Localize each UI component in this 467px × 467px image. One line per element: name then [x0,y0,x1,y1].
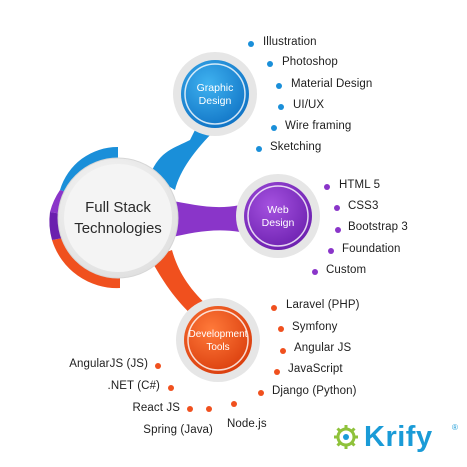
list-item: Sketching [270,141,322,153]
bullet-icon [267,61,273,67]
bullet-icon [256,146,262,152]
bullet-icon [271,125,277,131]
hub-web-line2: Design [261,217,295,229]
bullet-icon [168,385,174,391]
bullet-icon [328,248,334,254]
bullet-icon [271,305,277,311]
bullet-icon [278,104,284,110]
list-item: .NET (C#) [107,380,160,392]
connector-blue [150,120,215,190]
center-title-line2: Technologies [74,220,162,237]
hub-web-line1: Web [267,204,289,216]
list-item: CSS3 [348,200,379,212]
list-item: Wire framing [285,120,352,132]
list-item: Symfony [292,321,338,333]
bullet-icon [248,41,254,47]
hub-graphic-line2: Design [198,95,232,107]
connector-orange [150,250,210,318]
bullet-icon [312,269,318,275]
center-title: Full Stack Technologies [58,197,178,239]
bullet-icon [187,406,193,412]
list-item: Bootstrap 3 [348,221,408,233]
bullet-icon [335,227,341,233]
hub-web-label: Web Design [244,204,312,230]
list-item: HTML 5 [339,179,381,191]
list-item: Angular JS [294,342,352,354]
hub-graphic-design [181,60,249,128]
bullet-icon [334,205,340,211]
bullet-icon [231,401,237,407]
list-item: AngularJS (JS) [69,358,148,370]
list-item: Photoshop [282,56,338,68]
hub-dev-label: Development Tools [180,328,256,354]
hub-dev-line2: Tools [206,342,230,353]
hub-development-tools [184,306,252,374]
list-item: UI/UX [293,99,325,111]
list-item: Material Design [291,78,373,90]
bullet-icon [206,406,212,412]
center-title-line1: Full Stack [85,199,151,216]
list-item: JavaScript [288,363,343,375]
hub-dev-line1: Development [188,329,248,340]
bullet-icon [324,184,330,190]
bullet-icon [155,363,161,369]
bullet-icon [258,390,264,396]
list-item: Django (Python) [272,385,357,397]
list-item: Laravel (PHP) [286,299,360,311]
bullet-icon [276,83,282,89]
registered-mark: ® [452,423,458,432]
list-item: Node.js [227,418,267,430]
hub-graphic-label: Graphic Design [181,82,249,108]
krify-logo: Krify [364,421,433,453]
bullet-icon [280,348,286,354]
gear-icon [334,425,358,449]
hub-web-design [244,182,312,250]
hub-graphic-line1: Graphic [196,82,234,94]
list-item: Foundation [342,243,401,255]
list-item: Spring (Java) [143,424,213,436]
bullet-icon [274,369,280,375]
bullet-icon [278,326,284,332]
list-item: React JS [132,402,180,414]
list-item: Illustration [263,36,317,48]
list-item: Custom [326,264,367,276]
connector-purple [168,200,240,238]
